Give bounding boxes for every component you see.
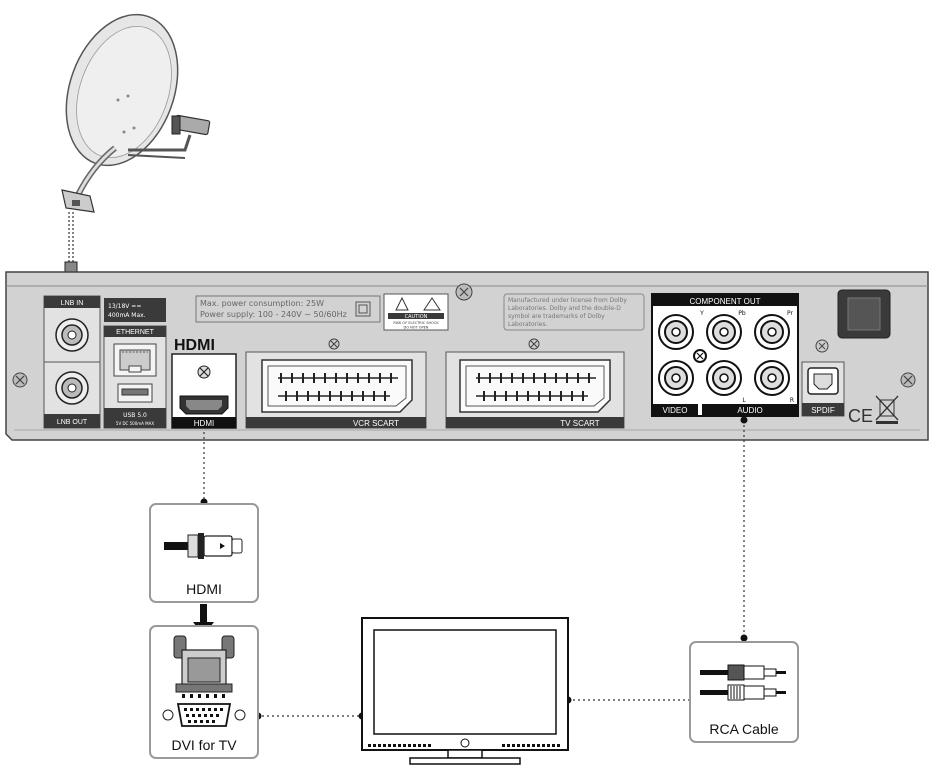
- hdmi-cable-box: HDMI: [149, 503, 259, 603]
- lnb-in-label: LNB IN: [61, 300, 84, 307]
- power-supply-text: Power supply: 100 - 240V ~ 50/60Hz: [200, 310, 347, 319]
- l-label: L: [742, 397, 746, 404]
- hdmi-port-label: HDMI: [194, 419, 214, 428]
- connection-lines: [203, 420, 745, 717]
- spdif-label: SPDIF: [811, 406, 835, 415]
- power-info-box: Max. power consumption: 25W Power supply…: [195, 295, 381, 323]
- caution-box: CAUTION RISK OF ELECTRIC SHOCK DO NOT OP…: [383, 293, 449, 331]
- rca-port-audio-l[interactable]: [706, 360, 742, 396]
- rca-cable-label: RCA Cable: [709, 721, 778, 737]
- caution-text-1: RISK OF ELECTRIC SHOCK: [393, 321, 439, 325]
- ce-mark: CE: [848, 406, 873, 426]
- dvi-box: DVI for TV: [149, 625, 259, 759]
- rca-port-audio-r[interactable]: [754, 360, 790, 396]
- screw-icon: [328, 338, 340, 350]
- tv-scart-section: TV SCART: [445, 338, 625, 429]
- rca-cable-box: RCA Cable: [689, 641, 799, 743]
- vcr-scart-section: VCR SCART: [245, 338, 427, 429]
- warning-triangle-icon: [395, 296, 409, 311]
- lnb-spec-line2: 400mA Max.: [108, 312, 146, 319]
- dvi-label: DVI for TV: [171, 737, 237, 753]
- fan-vent: [837, 289, 891, 339]
- rca-port-pr[interactable]: [754, 314, 790, 350]
- hdmi-cable-label: HDMI: [186, 581, 222, 597]
- lnb-section: LNB IN LNB OUT: [43, 295, 101, 429]
- dolby-note-1: Manufactured under license from Dolby: [508, 297, 627, 304]
- lnb-out-port[interactable]: [55, 371, 89, 405]
- dvi-adapter-icon: [173, 635, 235, 698]
- tv-scart-label: TV SCART: [560, 419, 600, 428]
- tv-scart-port[interactable]: [459, 359, 611, 413]
- screw-icon: [12, 372, 28, 388]
- screw-icon: [455, 283, 473, 301]
- lnb-in-port[interactable]: [55, 318, 89, 352]
- hdmi-section: HDMI HDMI: [171, 337, 237, 429]
- caution-title: CAUTION: [405, 314, 428, 320]
- rca-port-video[interactable]: [658, 360, 694, 396]
- screw-icon: [815, 339, 829, 353]
- connection-dot: [740, 416, 748, 424]
- lnb-out-label: LNB OUT: [57, 419, 88, 426]
- lnb-spec-line1: 13/18V ==: [108, 303, 141, 310]
- y-label: Y: [699, 310, 704, 317]
- rca-port-y[interactable]: [658, 314, 694, 350]
- component-out-label: COMPONENT OUT: [690, 297, 761, 306]
- video-label: VIDEO: [663, 406, 688, 415]
- spdif-port[interactable]: [807, 367, 839, 395]
- component-out-section: COMPONENT OUT Y Pb Pr L R VIDEO AUDIO: [651, 293, 799, 417]
- dolby-note-3: symbol are trademarks of Dolby: [508, 313, 605, 320]
- caution-text-2: DO NOT OPEN: [404, 326, 429, 330]
- usb-sub-label: 5V DC 500mA MAX: [116, 421, 154, 426]
- dolby-note-4: Laboratories.: [508, 321, 548, 328]
- hdmi-logo: HDMI: [174, 337, 215, 354]
- rca-plug-icon: [700, 664, 786, 701]
- warning-triangle-icon: [423, 297, 441, 311]
- screw-icon: [197, 365, 211, 379]
- ethernet-label: ETHERNET: [116, 329, 154, 336]
- pr-label: Pr: [787, 310, 794, 317]
- satellite-dish: [61, 13, 211, 213]
- pb-label: Pb: [738, 310, 746, 317]
- usb-port[interactable]: [117, 383, 153, 403]
- screw-icon: [693, 349, 707, 363]
- spdif-section: SPDIF: [801, 339, 845, 417]
- power-consumption-text: Max. power consumption: 25W: [200, 299, 324, 308]
- vcr-scart-port[interactable]: [261, 359, 413, 413]
- dolby-note-2: Laboratories. Dolby and the double-D: [508, 305, 621, 312]
- audio-label: AUDIO: [737, 406, 762, 415]
- weee-bin-icon: [875, 395, 899, 424]
- vcr-scart-label: VCR SCART: [353, 419, 399, 428]
- dolby-note-box: Manufactured under license from Dolby La…: [503, 293, 645, 331]
- rca-port-pb[interactable]: [706, 314, 742, 350]
- hdmi-port[interactable]: [179, 395, 229, 415]
- hdmi-plug-icon: [164, 533, 243, 559]
- ethernet-usb-section: 13/18V == 400mA Max. ETHERNET USB 5.0 5V…: [103, 298, 167, 429]
- tv-illustration: [361, 617, 569, 765]
- usb-label: USB 5.0: [123, 412, 147, 419]
- screw-icon: [900, 372, 916, 388]
- ethernet-port[interactable]: [113, 343, 157, 377]
- connection-dot: [740, 634, 748, 642]
- r-label: R: [790, 397, 794, 404]
- dvi-port-icon: [162, 703, 246, 727]
- screw-icon: [528, 338, 540, 350]
